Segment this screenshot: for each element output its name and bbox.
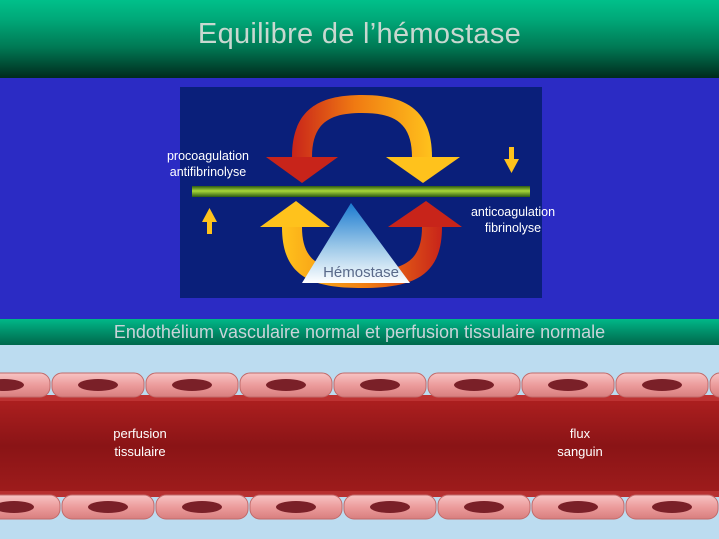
title-bar [0,0,719,78]
blood-flow-label: flux sanguin [557,426,603,459]
blood-lumen [0,395,719,497]
upper-cycle-arrow [266,95,460,183]
procoagulation-label: procoagulation antifibrinolyse [166,149,249,179]
hemostasis-label: Hémostase [323,264,399,281]
slide-title: Equilibre de l’hémostase [197,18,522,50]
up-arrow-icon [202,208,217,234]
hemostasis-balance-diagram: Hémostase [180,87,542,298]
tissue-perfusion-label: perfusion tissulaire [113,426,167,459]
slide-subtitle: Endothélium vasculaire normal et perfusi… [113,322,606,342]
blood-vessel-illustration [0,345,719,539]
balance-svg [192,95,530,288]
bottom-endothelial-cells [0,494,719,520]
vessel-svg [0,372,719,520]
top-endothelial-cells [0,372,719,398]
subtitle-bar [0,319,719,345]
hemostasis-triangle [302,203,410,283]
anticoagulation-label: anticoagulation fibrinolyse [470,205,556,235]
balance-bar [192,186,530,197]
down-arrow-icon [504,147,519,173]
